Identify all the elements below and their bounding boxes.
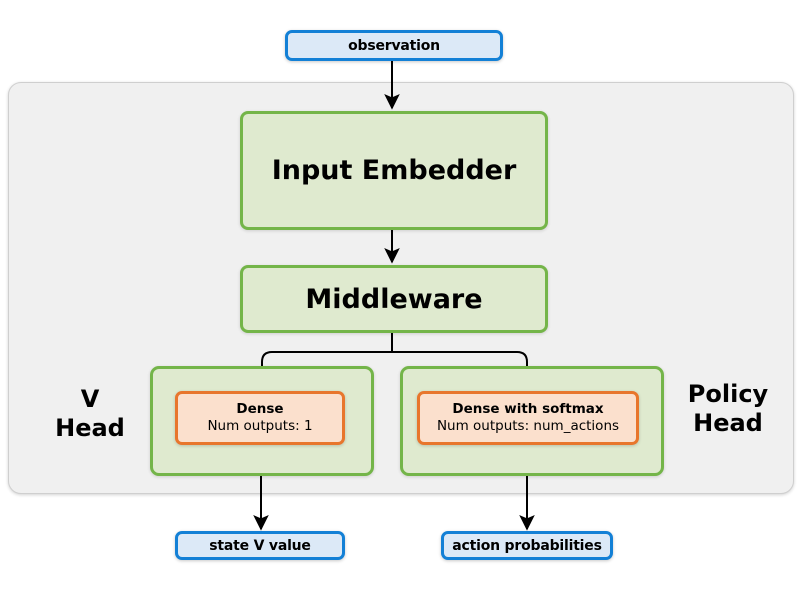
io-node-action-probabilities[interactable]: action probabilities (441, 531, 613, 560)
policy-head-dense-subtitle: Num outputs: num_actions (436, 417, 620, 434)
node-middleware[interactable]: Middleware (240, 265, 548, 333)
node-middleware-label: Middleware (305, 283, 483, 315)
io-node-state-v-value-label: state V value (209, 537, 311, 554)
io-node-state-v-value[interactable]: state V value (175, 531, 345, 560)
io-node-observation[interactable]: observation (285, 30, 503, 61)
node-input-embedder-label: Input Embedder (271, 155, 517, 186)
v-head-dense-title: Dense (236, 400, 284, 417)
policy-head-dense-title: Dense with softmax (452, 400, 604, 417)
v-head-label-line2: Head (55, 414, 125, 443)
v-head-label-line1: V (80, 385, 100, 413)
v-head-dense-box[interactable]: Dense Num outputs: 1 (175, 391, 345, 445)
policy-head-dense-box[interactable]: Dense with softmax Num outputs: num_acti… (417, 391, 639, 445)
policy-head-label: Policy Head (663, 380, 793, 439)
node-input-embedder[interactable]: Input Embedder (240, 111, 548, 230)
policy-head-label-line1: Policy (687, 380, 769, 408)
io-node-observation-label: observation (348, 37, 440, 54)
io-node-action-probabilities-label: action probabilities (452, 537, 602, 554)
policy-head-label-line2: Head (693, 409, 763, 438)
v-head-dense-subtitle: Num outputs: 1 (207, 417, 313, 434)
v-head-label: V Head (30, 385, 150, 444)
